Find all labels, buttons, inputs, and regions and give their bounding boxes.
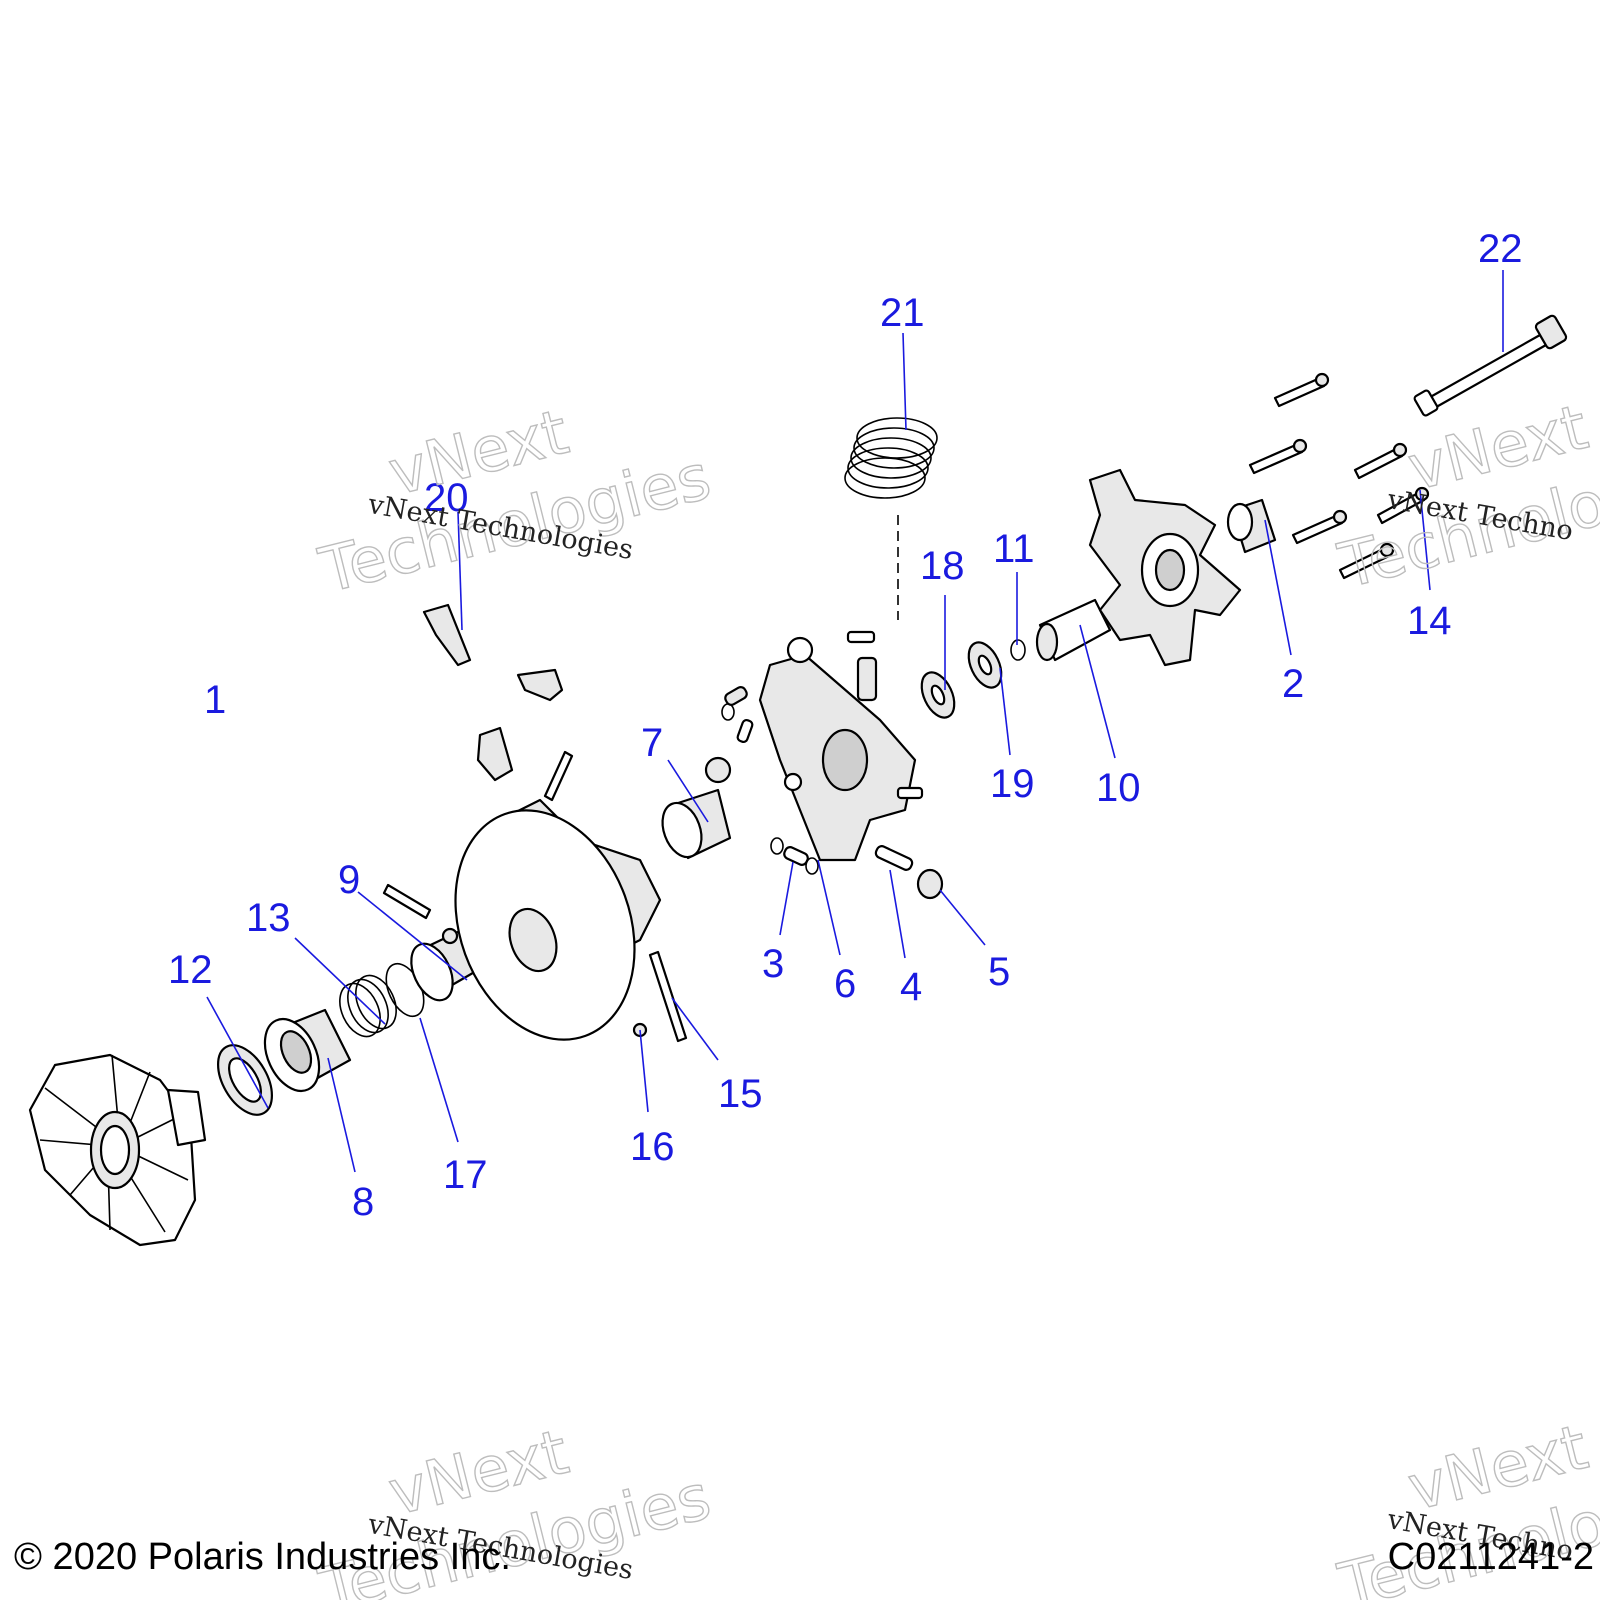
callout-6: 6 xyxy=(834,962,856,1006)
rollers xyxy=(721,686,754,744)
callout-20: 20 xyxy=(424,476,469,520)
watermark-top-left: vNext Technologies vNext Technologies xyxy=(312,394,718,608)
callout-22: 22 xyxy=(1478,227,1523,271)
drawing-number: C0211241-2 xyxy=(1387,1536,1594,1578)
fan-sheave xyxy=(28,1053,207,1247)
part-2-bushing xyxy=(1226,498,1277,554)
callout-18: 18 xyxy=(920,544,965,588)
spider-plate xyxy=(1088,468,1242,667)
part-19-washer xyxy=(967,641,1003,689)
nut xyxy=(441,927,459,945)
part-22-bolt xyxy=(1413,314,1568,417)
part-8-bushing xyxy=(263,1008,352,1093)
part-5-cap xyxy=(916,868,944,900)
part-11-oring xyxy=(1010,639,1026,661)
callout-14: 14 xyxy=(1407,599,1452,643)
part-7-bushing xyxy=(661,788,732,860)
spider xyxy=(758,630,924,862)
callout-2: 2 xyxy=(1282,662,1304,706)
part-4-pin xyxy=(874,845,914,871)
callout-7: 7 xyxy=(641,721,663,765)
callout-12: 12 xyxy=(168,948,213,992)
callout-15: 15 xyxy=(718,1072,763,1116)
leader-lines xyxy=(206,270,1504,1173)
callout-8: 8 xyxy=(352,1180,374,1224)
pin-upper xyxy=(543,750,574,802)
part-3-6-pin xyxy=(770,837,819,875)
callout-1: 1 xyxy=(204,678,226,722)
callout-9: 9 xyxy=(338,858,360,902)
part-14-bolts xyxy=(1248,372,1430,580)
callout-16: 16 xyxy=(630,1125,675,1169)
callout-17: 17 xyxy=(443,1153,488,1197)
callout-11: 11 xyxy=(993,527,1035,571)
part-12-washer xyxy=(216,1044,274,1116)
copyright-text: © 2020 Polaris Industries Inc. xyxy=(14,1536,511,1578)
part-20-weights xyxy=(422,603,564,782)
part-18-washer xyxy=(920,671,956,719)
callouts: 1 2 3 4 5 6 7 8 9 10 11 12 13 14 15 16 1… xyxy=(168,227,1523,1224)
callout-4: 4 xyxy=(900,965,922,1009)
callout-21: 21 xyxy=(880,291,925,335)
part-10-sleeve xyxy=(1035,598,1112,662)
pin xyxy=(382,883,432,920)
callout-19: 19 xyxy=(990,762,1035,806)
callout-3: 3 xyxy=(762,942,784,986)
moveable-sheave xyxy=(454,798,662,1041)
part-15-bolt xyxy=(648,950,688,1043)
callout-10: 10 xyxy=(1096,766,1141,810)
button xyxy=(704,756,732,784)
callout-13: 13 xyxy=(246,896,291,940)
part-13-spring xyxy=(339,974,397,1038)
callout-5: 5 xyxy=(988,950,1010,994)
part-21-spring xyxy=(844,417,938,620)
